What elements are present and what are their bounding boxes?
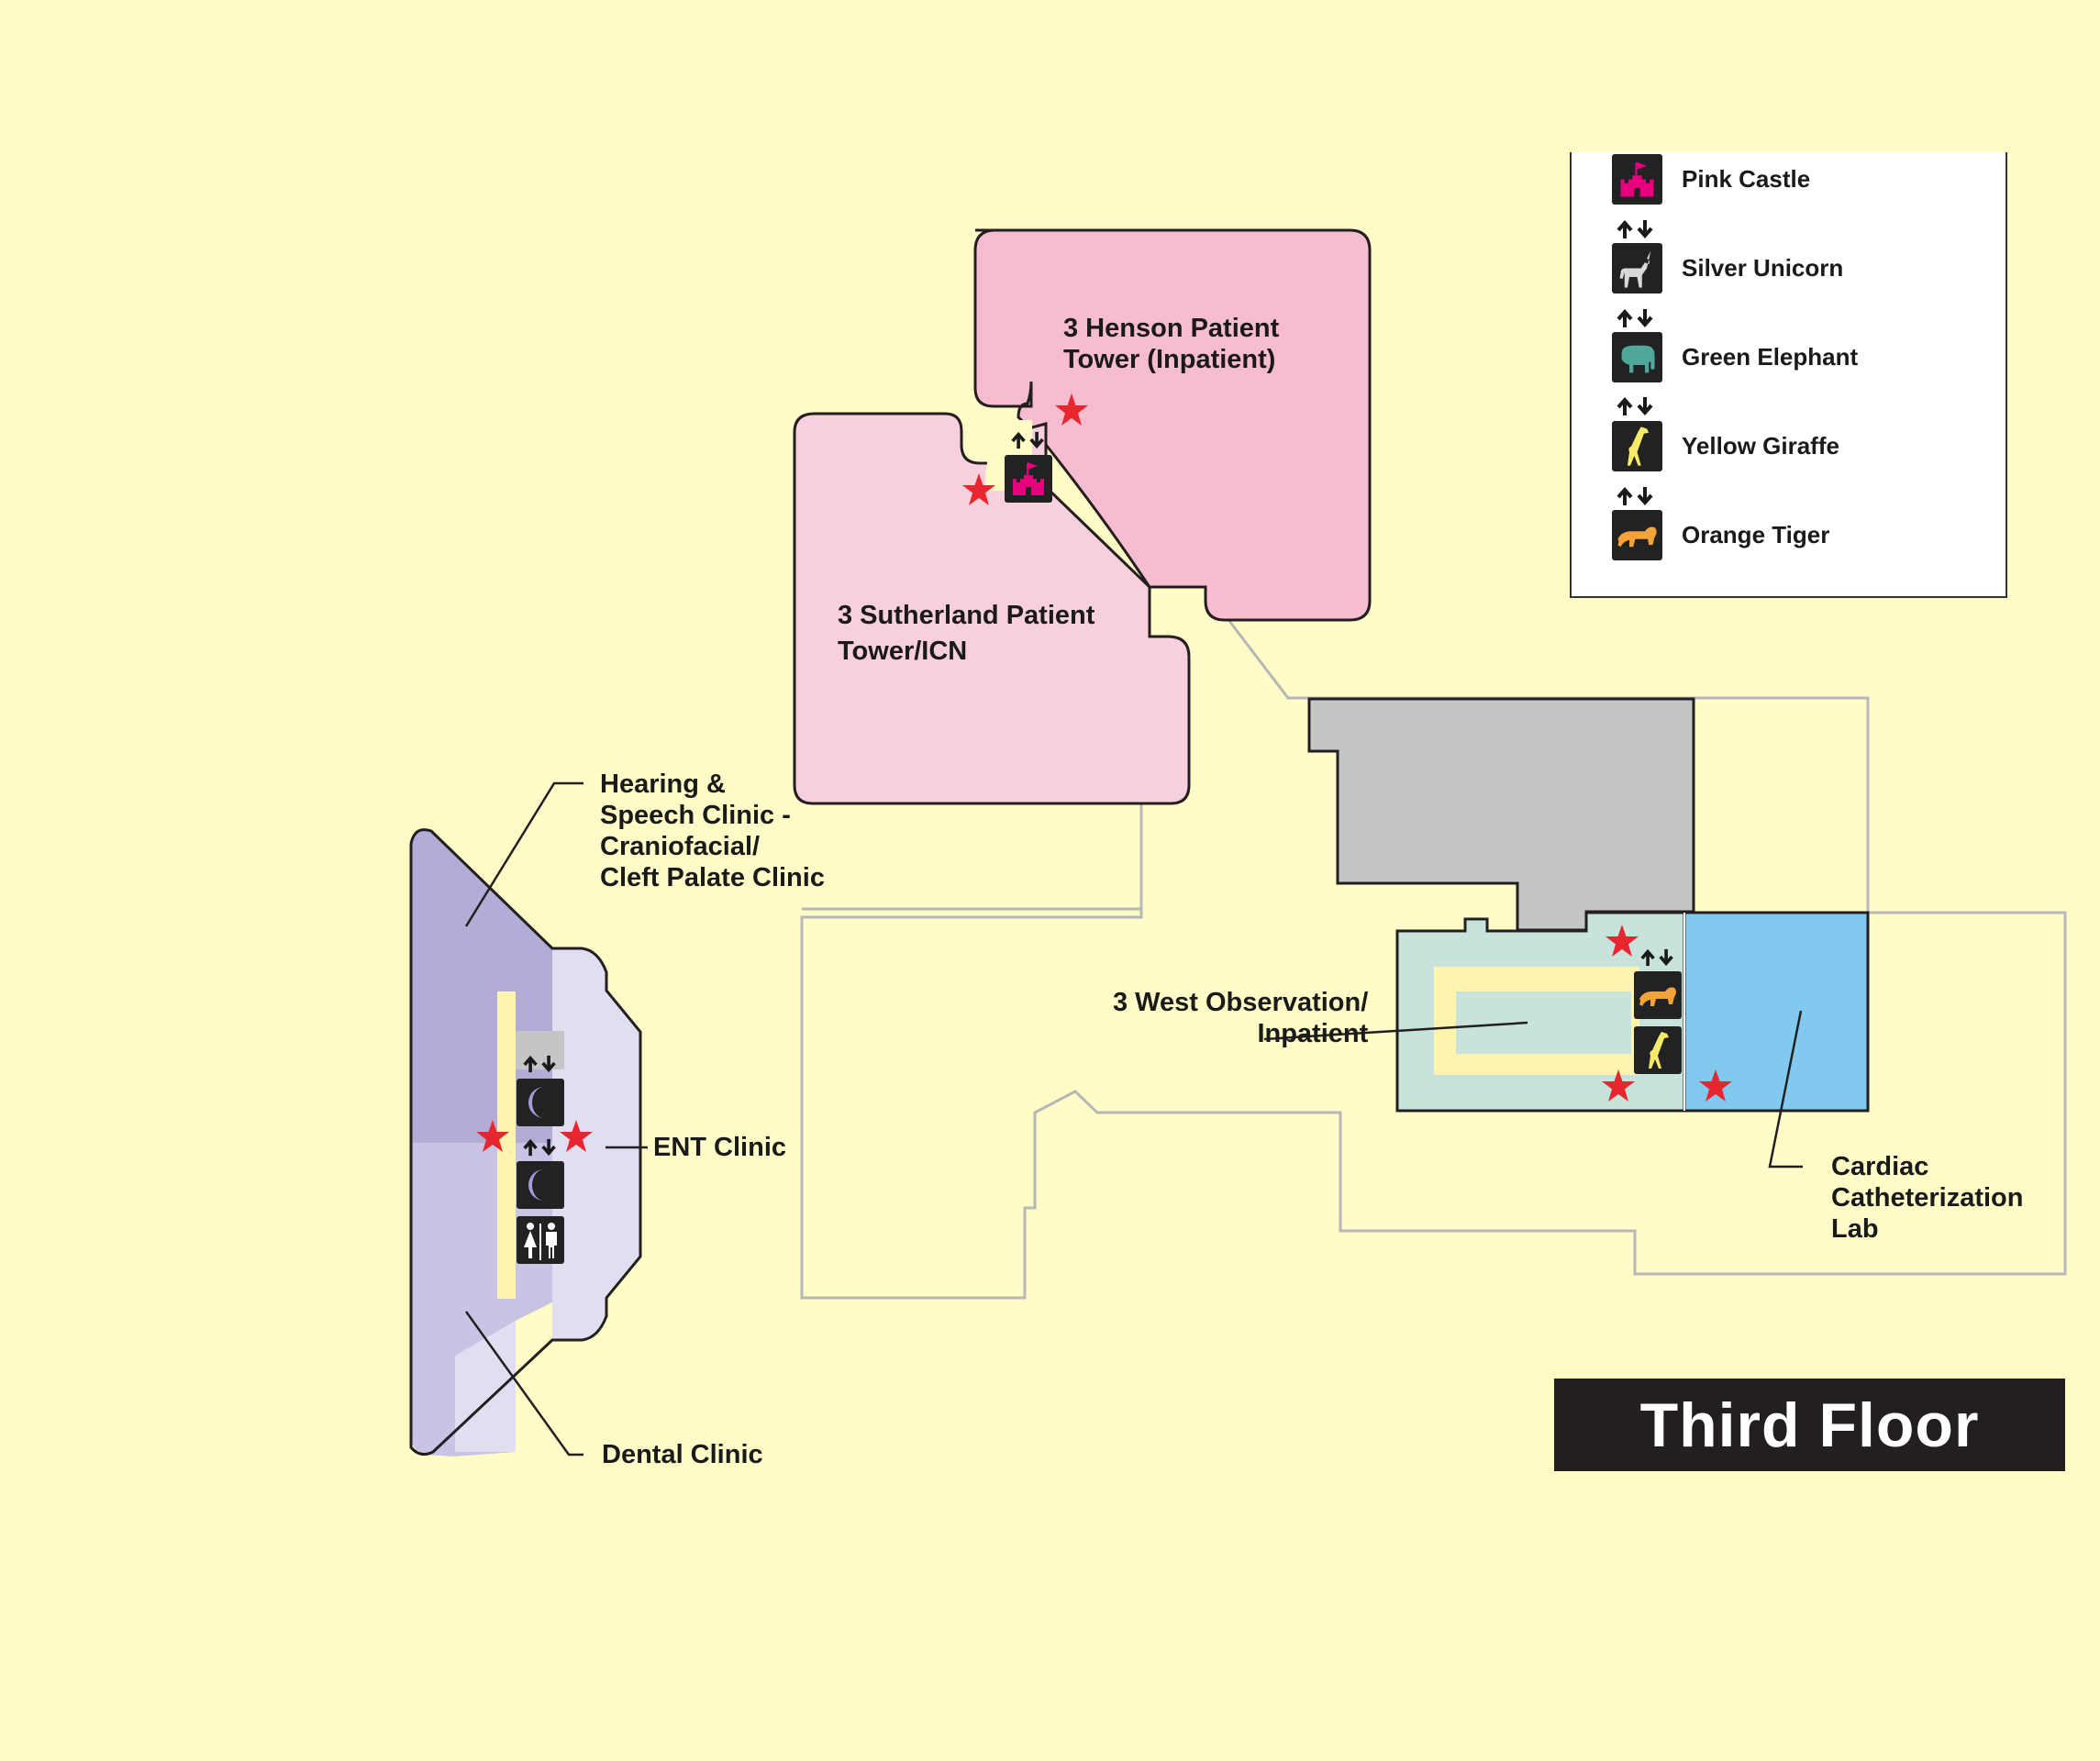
legend-item-yellow-giraffe: Yellow Giraffe: [1572, 421, 2006, 476]
grey-block: [1307, 697, 1695, 932]
legend-label: Green Elephant: [1682, 343, 1859, 371]
cardiac-lab-label: Cardiac Catheterization Lab: [1831, 1152, 2024, 1244]
hearing-speech-clinic-label: Hearing & Speech Clinic - Craniofacial/ …: [600, 770, 825, 892]
clinic-wing: [409, 828, 642, 1456]
tiger-icon[interactable]: [1634, 971, 1682, 1019]
legend-item-silver-unicorn: Silver Unicorn: [1572, 243, 2006, 298]
sutherland-tower-label: 3 Sutherland Patient Tower/ICN: [838, 601, 1095, 666]
legend-item-green-elephant: Green Elephant: [1572, 332, 2006, 387]
legend: Pink Castle Silver Unicorn Green Elephan…: [1570, 152, 2007, 598]
elevator-arrows-icon: [1616, 308, 1661, 330]
building-outlines: [800, 608, 2067, 1300]
dental-clinic-label: Dental Clinic: [602, 1440, 763, 1469]
moon-icon[interactable]: [517, 1079, 564, 1126]
legend-item-pink-castle: Pink Castle: [1572, 154, 2006, 209]
elevator-arrows-icon: [1616, 396, 1661, 418]
legend-label: Pink Castle: [1682, 165, 1811, 193]
floor-title: Third Floor: [1639, 1390, 1980, 1460]
castle-icon[interactable]: [1005, 455, 1052, 503]
sutherland-tower-area: [793, 412, 1191, 805]
elevator-arrows-icon: [1616, 486, 1661, 508]
ent-clinic-label: ENT Clinic: [653, 1133, 787, 1162]
west-observation-label: 3 West Observation/ Inpatient: [1113, 988, 1369, 1048]
unicorn-icon: [1612, 243, 1662, 294]
leader-lines: [464, 781, 1803, 1456]
elephant-icon: [1612, 332, 1662, 382]
elevator-arrows-icon: [1616, 219, 1661, 241]
giraffe-icon: [1612, 421, 1662, 471]
legend-label: Yellow Giraffe: [1682, 432, 1839, 460]
moon-icon[interactable]: [517, 1161, 564, 1209]
giraffe-icon[interactable]: [1634, 1026, 1682, 1074]
restroom-icon[interactable]: [517, 1216, 564, 1264]
henson-tower-area: [973, 228, 1372, 622]
floor-title-banner: Third Floor: [1554, 1379, 2065, 1471]
henson-tower-label: 3 Henson Patient Tower (Inpatient): [1063, 314, 1280, 374]
tiger-icon: [1612, 510, 1662, 560]
legend-label: Silver Unicorn: [1682, 254, 1844, 282]
legend-item-orange-tiger: Orange Tiger: [1572, 510, 2006, 565]
castle-icon: [1612, 154, 1662, 205]
observation-core: [1456, 991, 1631, 1054]
legend-label: Orange Tiger: [1682, 521, 1830, 548]
